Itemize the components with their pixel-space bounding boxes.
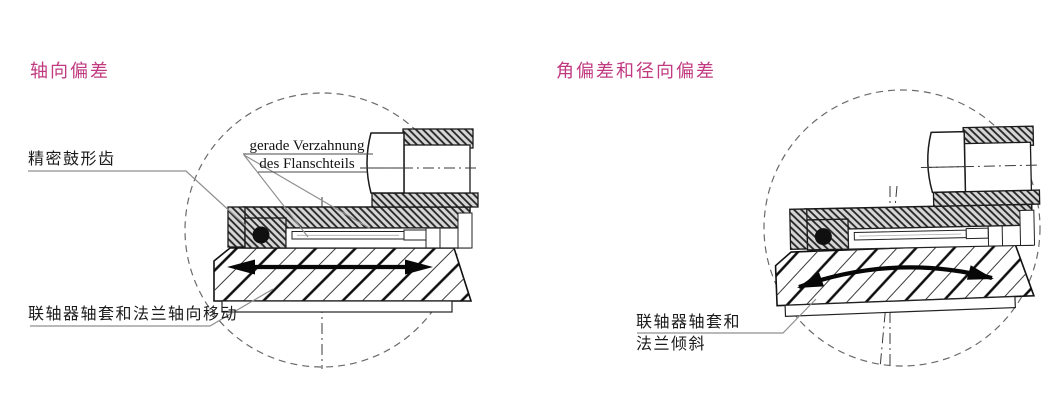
sleeve-slot [457, 212, 473, 249]
flange-sleeve [227, 206, 473, 249]
sleeve-slot [1019, 209, 1036, 246]
axial-movement-arrow [227, 259, 433, 275]
seal-ring [814, 228, 832, 246]
left-axial-deviation-diagram: 轴向偏差 [28, 61, 479, 369]
detail-circle [763, 89, 1041, 367]
hub-bottom-strip [784, 295, 1016, 317]
tooth-step [403, 229, 427, 241]
sleeve-left-lip [227, 206, 246, 248]
right-title: 角偏差和径向偏差 [556, 61, 716, 81]
seal-ring [252, 226, 270, 244]
leader-flange-tilt [637, 298, 817, 334]
hub-bottom-strip [221, 300, 453, 313]
leader-gear-right [243, 154, 372, 230]
leader-crowned-teeth [28, 170, 247, 227]
label-gear-de-line1: gerade Verzahnung [249, 138, 365, 154]
left-title: 轴向偏差 [30, 61, 110, 81]
angular-tilt-arrow [797, 265, 994, 289]
bolt-lower-flange [371, 192, 479, 208]
bolt-shank [403, 144, 471, 194]
bolt-shank [963, 141, 1033, 193]
label-axial-movement: 联轴器轴套和法兰轴向移动 [28, 305, 238, 323]
flange-sleeve [789, 125, 1041, 251]
leader-gear-left [243, 154, 309, 238]
label-crowned-teeth: 精密鼓形齿 [28, 150, 116, 168]
sleeve-left-lip [789, 208, 809, 250]
label-tilt-line1: 联轴器轴套和 [636, 313, 741, 331]
label-tilt-line2: 法兰倾斜 [636, 335, 706, 353]
leader-axial-movement [30, 288, 274, 327]
bolt-hex-head [366, 132, 405, 194]
hub-block [213, 247, 473, 313]
right-angular-radial-deviation-diagram: 角偏差和径向偏差 [556, 61, 1041, 369]
tooth-step [965, 227, 989, 240]
bolt-assembly [360, 128, 479, 208]
bolt-hex-head [927, 130, 967, 194]
label-gear-de-line2: des Flanschteils [259, 156, 355, 172]
tilted-hub-block [774, 242, 1036, 317]
